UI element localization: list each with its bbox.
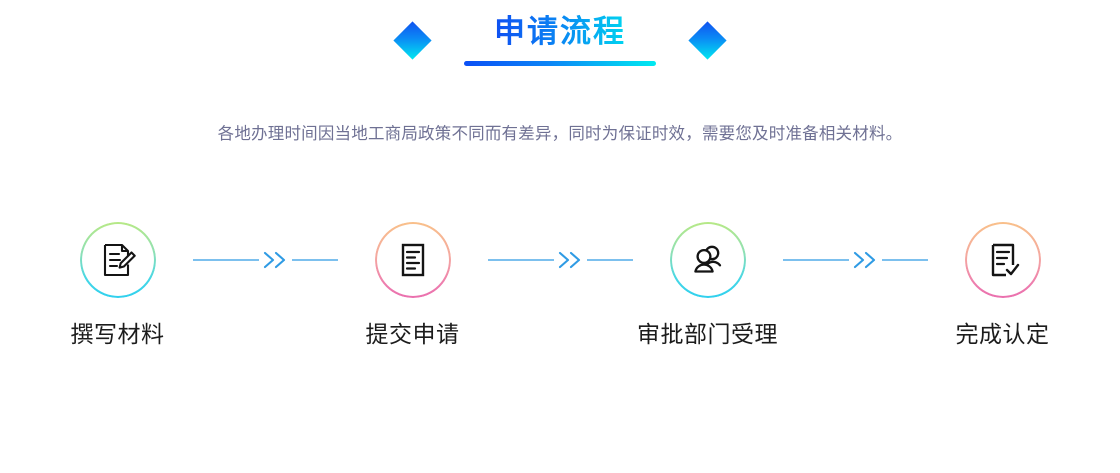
diamond-icon — [393, 20, 432, 60]
arrow-connector-1 — [192, 222, 338, 298]
flow-step-2[interactable]: 提交申请 — [338, 222, 488, 350]
step-circle-3 — [670, 222, 746, 298]
step-label-1: 撰写材料 — [70, 321, 165, 347]
users-icon — [693, 245, 721, 273]
flow-step-3[interactable]: 审批部门受理 — [633, 222, 783, 350]
document-lines-icon — [401, 243, 424, 277]
step-label-2: 提交申请 — [365, 321, 460, 347]
title-block: 申请流程 — [464, 14, 656, 66]
subtitle-text: 各地办理时间因当地工商局政策不同而有差异，同时为保证时效，需要您及时准备相关材料… — [217, 125, 903, 143]
header-inner: 申请流程 — [393, 14, 727, 66]
page-title: 申请流程 — [494, 14, 626, 49]
step-circle-2 — [375, 222, 451, 298]
step-circle-1 — [80, 222, 156, 298]
step-circle-4 — [965, 222, 1041, 298]
flow-steps: 撰写材料 提交申请 — [0, 222, 1120, 382]
step-label-3: 审批部门受理 — [637, 321, 778, 347]
page-header: 申请流程 — [0, 0, 1120, 86]
document-pencil-icon — [103, 243, 136, 277]
flow-step-4[interactable]: 完成认定 — [928, 222, 1078, 350]
arrow-connector-3 — [782, 222, 928, 298]
flow-step-1[interactable]: 撰写材料 — [43, 222, 193, 350]
document-check-icon — [991, 243, 1019, 277]
diamond-icon — [688, 20, 727, 60]
arrow-connector-2 — [487, 222, 633, 298]
title-underline — [464, 61, 656, 66]
step-label-4: 完成认定 — [955, 321, 1050, 347]
